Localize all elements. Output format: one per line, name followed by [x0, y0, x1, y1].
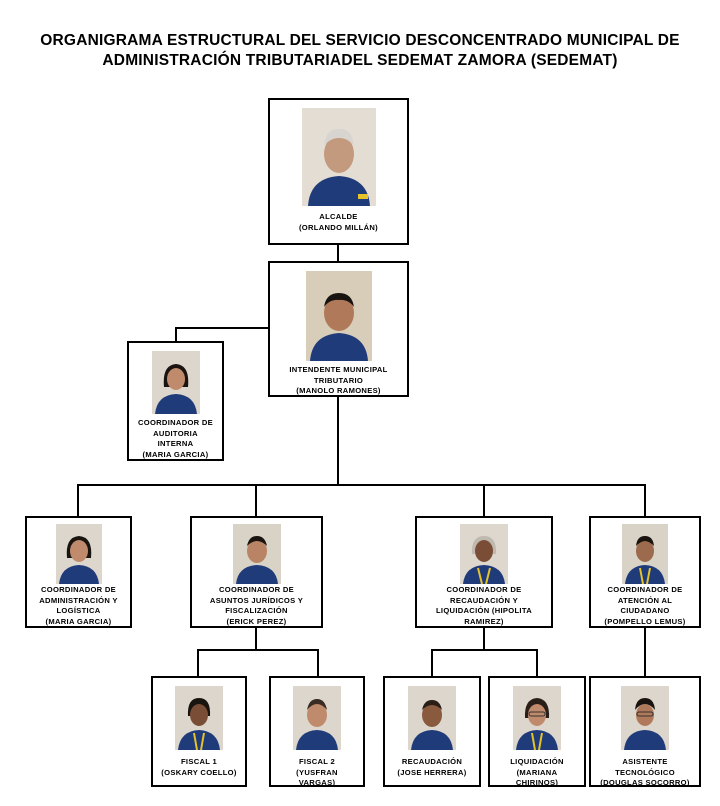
portrait-liquidacion — [513, 686, 561, 750]
label-fiscal1: FISCAL 1 (OSKARY COELLO) — [161, 757, 237, 777]
label-fiscal2: FISCAL 2 (YUSFRAN VARGAS) — [296, 757, 338, 787]
node-recaudacion-coord: COORDINADOR DE RECAUDACIÓN Y LIQUIDACIÓN… — [415, 516, 553, 628]
node-juridicos: COORDINADOR DE ASUNTOS JURÍDICOS Y FISCA… — [190, 516, 323, 628]
node-alcalde: ALCALDE (ORLANDO MILLÁN) — [268, 98, 409, 245]
node-intendente: INTENDENTE MUNICIPAL TRIBUTARIO (MANOLO … — [268, 261, 409, 397]
node-auditoria: COORDINADOR DE AUDITORIA INTERNA (MARIA … — [127, 341, 224, 461]
node-fiscal1: FISCAL 1 (OSKARY COELLO) — [151, 676, 247, 787]
connector-intendente-auditoria — [175, 327, 270, 342]
label-liquidacion: LIQUIDACIÓN (MARIANA CHIRINOS) — [510, 757, 564, 787]
label-atencion: COORDINADOR DE ATENCIÓN AL CIUDADANO (PO… — [604, 585, 686, 626]
connector-coordinators-bus — [77, 484, 646, 517]
label-auditoria: COORDINADOR DE AUDITORIA INTERNA (MARIA … — [137, 418, 214, 459]
node-atencion: COORDINADOR DE ATENCIÓN AL CIUDADANO (PO… — [589, 516, 701, 628]
label-recaudacion-coord: COORDINADOR DE RECAUDACIÓN Y LIQUIDACIÓN… — [435, 585, 532, 626]
node-fiscal2: FISCAL 2 (YUSFRAN VARGAS) — [269, 676, 365, 787]
chart-title-line-2: ADMINISTRACIÓN TRIBUTARIADEL SEDEMAT ZAM… — [102, 52, 618, 69]
portrait-alcalde — [301, 108, 376, 206]
portrait-asistente — [621, 686, 669, 750]
label-alcalde: ALCALDE (ORLANDO MILLÁN) — [298, 212, 379, 232]
label-intendente: INTENDENTE MUNICIPAL TRIBUTARIO (MANOLO … — [289, 365, 388, 395]
label-juridicos: COORDINADOR DE ASUNTOS JURÍDICOS Y FISCA… — [209, 585, 304, 626]
label-administracion: COORDINADOR DE ADMINISTRACIÓN Y LOGÍSTIC… — [39, 585, 118, 626]
portrait-juridicos — [232, 524, 281, 584]
label-asistente: ASISTENTE TECNOLÓGICO (DOUGLAS SOCORRO) — [600, 757, 690, 787]
portrait-administracion — [55, 524, 102, 584]
portrait-intendente — [305, 271, 372, 361]
portrait-recaudacion — [408, 686, 456, 750]
node-administracion: COORDINADOR DE ADMINISTRACIÓN Y LOGÍSTIC… — [25, 516, 132, 628]
node-recaudacion: RECAUDACIÓN (JOSE HERRERA) — [383, 676, 481, 787]
connector-fiscales-bus — [197, 649, 319, 677]
portrait-fiscal2 — [293, 686, 341, 750]
portrait-fiscal1 — [175, 686, 223, 750]
chart-title-line-1: ORGANIGRAMA ESTRUCTURAL DEL SERVICIO DES… — [40, 32, 680, 49]
portrait-auditoria — [151, 351, 200, 414]
portrait-atencion — [622, 524, 668, 584]
portrait-recaudacion-coord — [460, 524, 508, 584]
connector-recaudacion-bus — [431, 649, 538, 677]
label-recaudacion: RECAUDACIÓN (JOSE HERRERA) — [397, 757, 467, 777]
node-liquidacion: LIQUIDACIÓN (MARIANA CHIRINOS) — [488, 676, 586, 787]
node-asistente: ASISTENTE TECNOLÓGICO (DOUGLAS SOCORRO) — [589, 676, 701, 787]
